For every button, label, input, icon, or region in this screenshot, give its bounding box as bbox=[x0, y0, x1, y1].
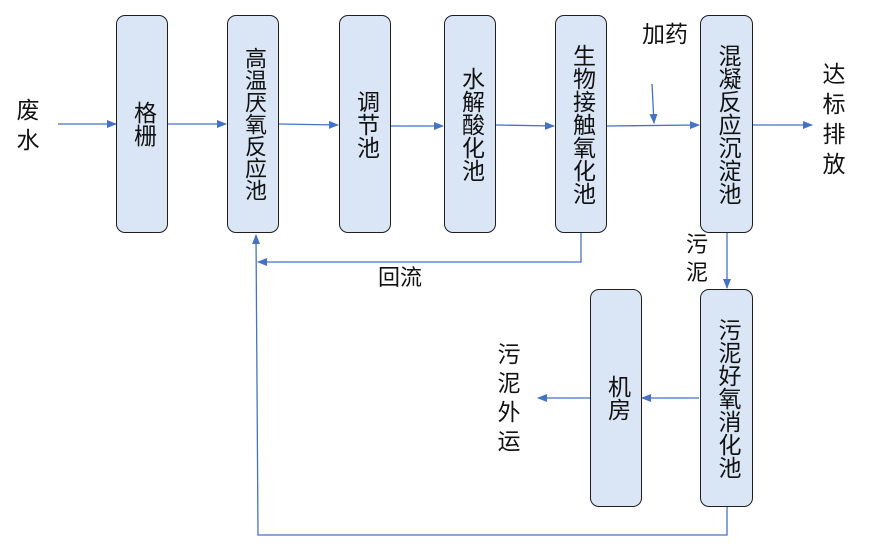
arrow-hydrolysis-to-bio bbox=[495, 121, 555, 130]
sludge-out-label: 污泥外运 bbox=[497, 342, 521, 455]
sludge-label: 污泥 bbox=[685, 233, 708, 286]
sludge-digest-label: 污泥好氧消化池 bbox=[714, 317, 740, 479]
hydrolysis-box: 水解酸化池 bbox=[444, 15, 496, 233]
bio-contact-box: 生物接触氧化池 bbox=[555, 15, 607, 233]
hydrolysis-label: 水解酸化池 bbox=[457, 66, 484, 182]
anaerobic-box: 高温厌氧反应池 bbox=[227, 15, 279, 233]
adjust-box: 调节池 bbox=[339, 15, 391, 233]
arrow-anaerobic-to-adjust bbox=[278, 120, 339, 129]
arrow-dosing bbox=[649, 83, 658, 124]
anaerobic-label: 高温厌氧反应池 bbox=[241, 47, 266, 201]
machine-room-box: 机房 bbox=[590, 289, 642, 507]
sludge-digest-box: 污泥好氧消化池 bbox=[700, 289, 753, 507]
machine-room-label: 机房 bbox=[603, 375, 630, 421]
arrow-digest-return bbox=[252, 234, 728, 536]
grille-label: 格栅 bbox=[129, 101, 156, 147]
grille-box: 格栅 bbox=[116, 15, 168, 233]
coagulation-box: 混凝反应沉淀池 bbox=[700, 15, 753, 233]
dosing-label: 加药 bbox=[642, 22, 688, 48]
arrow-reflux bbox=[257, 233, 582, 266]
bio-contact-label: 生物接触氧化池 bbox=[568, 43, 595, 205]
input-label: 废水 bbox=[16, 98, 40, 154]
adjust-label: 调节池 bbox=[352, 89, 379, 159]
reflux-label: 回流 bbox=[378, 266, 423, 291]
coagulation-label: 混凝反应沉淀池 bbox=[714, 43, 740, 205]
arrow-bio-to-coagulation bbox=[606, 121, 700, 130]
discharge-label: 达标排放 bbox=[822, 62, 846, 178]
